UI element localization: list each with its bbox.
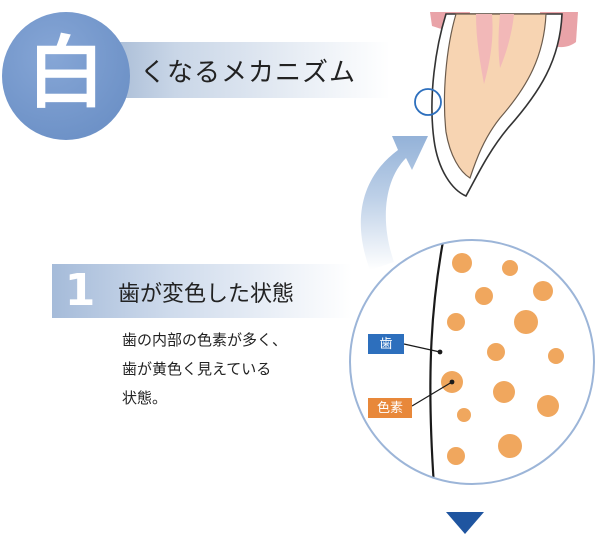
step-number-box: 1: [52, 264, 108, 318]
enamel-boundary-line: [429, 240, 446, 484]
label-pigment: 色素: [368, 398, 412, 418]
header-title: くなるメカニズム: [140, 58, 357, 88]
focus-circle: [414, 88, 442, 116]
step-number: 1: [64, 265, 96, 316]
curved-arrow-icon: [360, 136, 428, 270]
header-kanji: 白: [26, 29, 105, 119]
pigment-leader-line: [411, 381, 453, 407]
step-description: 歯の内部の色素が多く、 歯が黄色く見えている 状態。: [122, 331, 288, 407]
tooth-illustration: [414, 12, 578, 198]
step-band: [52, 264, 352, 318]
header-circle: 白: [2, 12, 130, 140]
label-tooth: 歯: [368, 334, 404, 354]
down-arrow-icon: [446, 512, 484, 534]
tooth-leader-line: [403, 343, 441, 353]
magnified-view: [349, 239, 595, 485]
step-title: 歯が変色した状態: [118, 282, 295, 307]
